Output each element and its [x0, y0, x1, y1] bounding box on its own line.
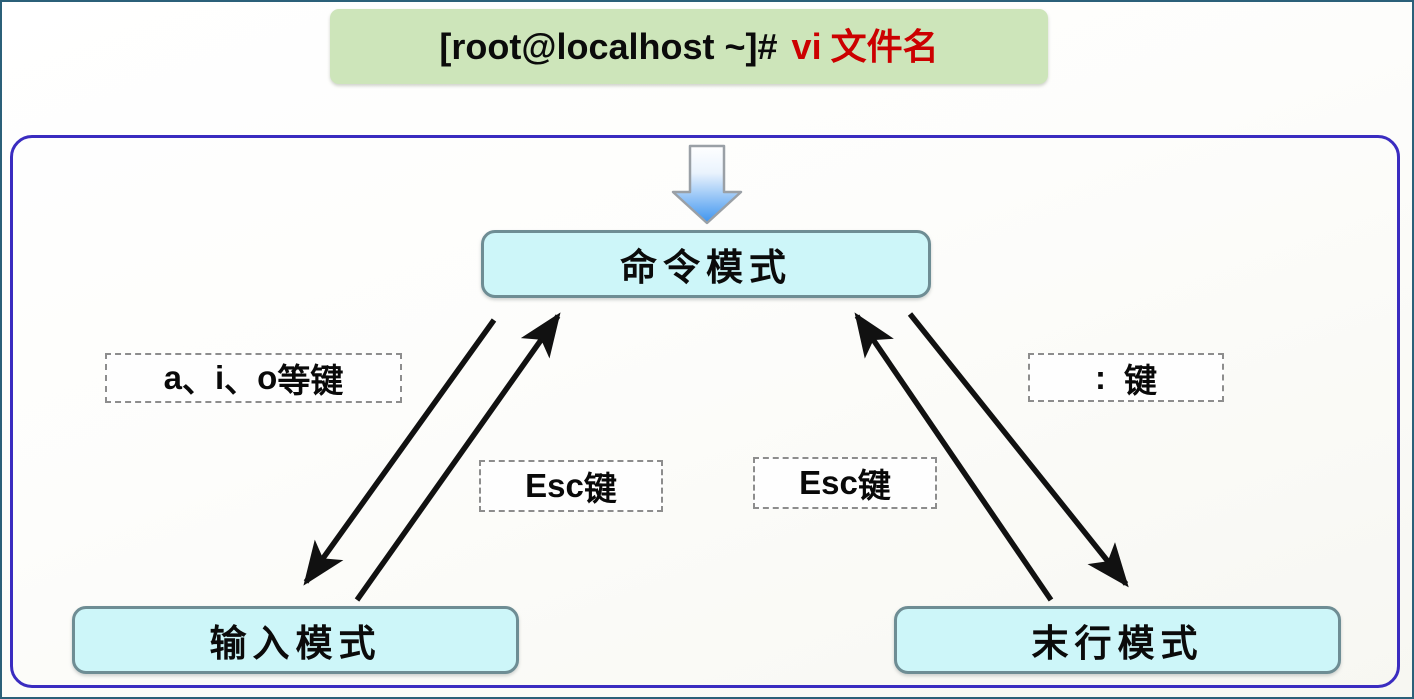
input-mode-label: 输入模式 [209, 621, 382, 665]
command-mode-box[interactable]: 命令模式 [481, 230, 931, 298]
input-mode-box[interactable]: 输入模式 [72, 606, 519, 674]
shell-prompt-label: [root@localhost ~]# [439, 25, 778, 67]
vi-command-label: vi [791, 25, 822, 67]
esc-left-suffix: 键 [583, 469, 617, 508]
colon-key-symbol: : [1095, 358, 1106, 396]
esc-right-suffix: 键 [857, 466, 891, 505]
filename-argument-label: 文件名 [830, 25, 939, 68]
insert-keys-sep1: 、 [182, 361, 215, 400]
lastline-mode-box[interactable]: 末行模式 [894, 606, 1341, 674]
insert-keys-sep2: 、 [224, 361, 258, 400]
esc-right-latin: Esc [799, 464, 858, 501]
insert-keys-suffix: 等键 [277, 361, 344, 400]
insert-keys-a: a [163, 359, 182, 396]
colon-key-suffix: 键 [1124, 360, 1157, 400]
diagram-container [10, 135, 1400, 688]
lastline-mode-label: 末行模式 [1031, 621, 1204, 665]
insert-keys-o: o [257, 359, 278, 396]
command-mode-label: 命令模式 [620, 245, 792, 289]
colon-key-label: :键 [1028, 353, 1224, 402]
insert-keys-i: i [215, 359, 225, 396]
esc-left-latin: Esc [525, 467, 584, 504]
